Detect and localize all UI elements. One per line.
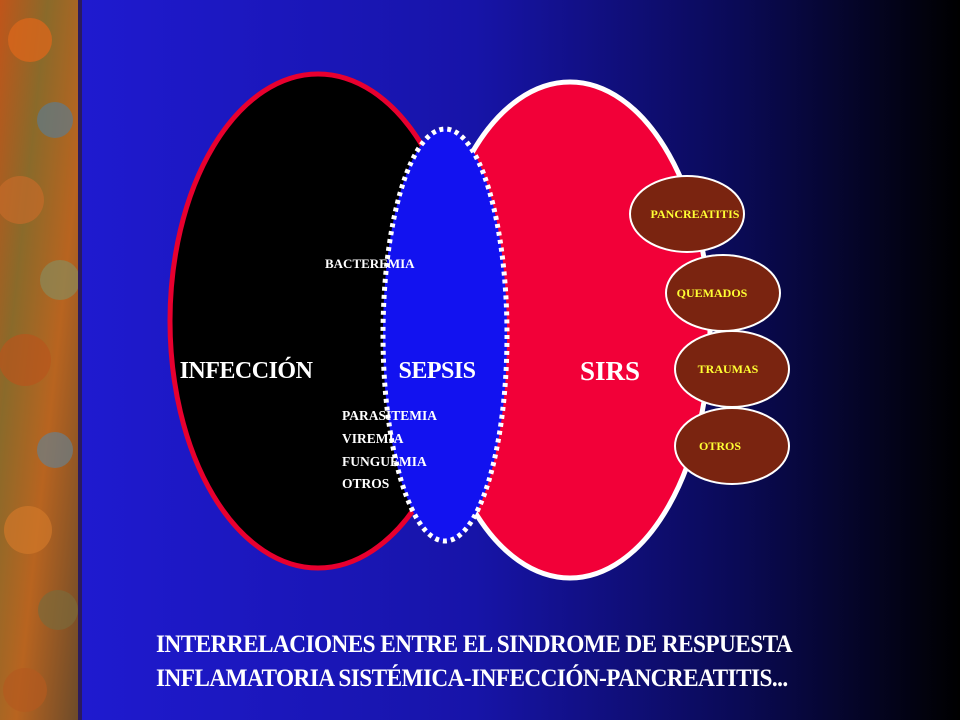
sirs-cause-pancreatitis-label: PANCREATITIS [651,207,740,221]
sirs-label: SIRS [580,356,640,386]
caption-line-2: INFLAMATORIA SISTÉMICA-INFECCIÓN-PANCREA… [156,665,788,692]
sirs-cause-traumas: TRAUMAS [674,330,790,408]
sirs-cause-pancreatitis: PANCREATITIS [629,175,745,253]
sirs-cause-otros: OTROS [674,407,790,485]
sirs-cause-quemados-label: QUEMADOS [677,286,748,300]
sepsis-label: SEPSIS [398,358,475,384]
viremia-label: VIREMIA [342,431,404,446]
infeccion-label: INFECCIÓN [180,357,314,384]
funguemia-label: FUNGUEMIA [342,454,427,469]
sirs-cause-otros-label: OTROS [699,439,741,453]
sirs-cause-traumas-label: TRAUMAS [698,362,759,376]
sirs-cause-quemados: QUEMADOS [665,254,781,332]
otros-infection-label: OTROS [342,476,389,491]
sepsis-overlap-ellipse [380,126,510,544]
parasitemia-label: PARASITEMIA [342,408,437,423]
caption-line-1: INTERRELACIONES ENTRE EL SINDROME DE RES… [156,631,793,658]
bacteremia-label: BACTEREMIA [325,256,415,271]
decorative-left-strip [0,0,82,720]
slide-caption: INTERRELACIONES ENTRE EL SINDROME DE RES… [156,628,916,696]
